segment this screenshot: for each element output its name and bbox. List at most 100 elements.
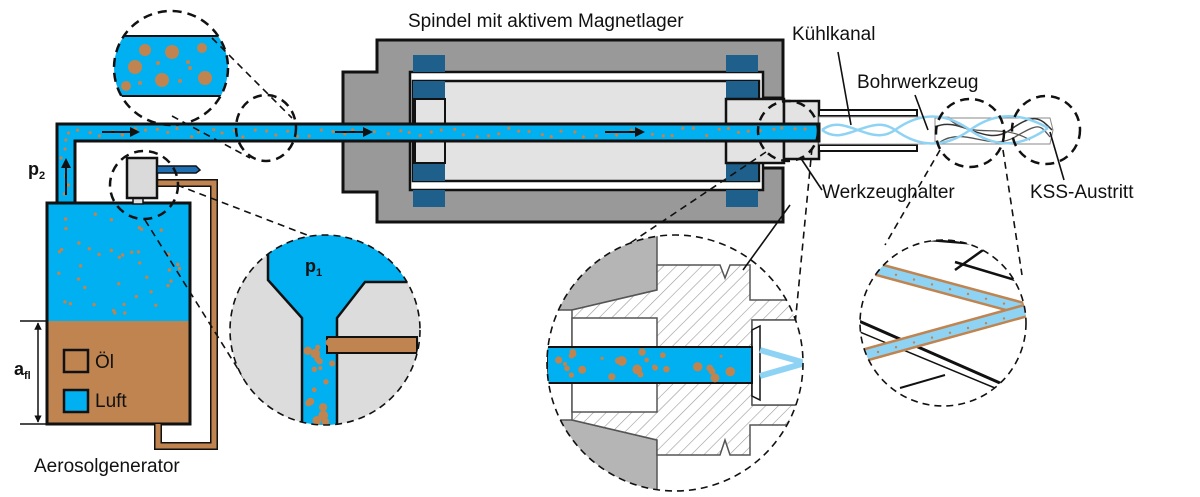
cooling-channel-leader (837, 51, 852, 126)
oil-droplet (705, 133, 709, 138)
oil-droplet (372, 130, 376, 134)
oil-droplet (638, 348, 646, 356)
oil-droplet (57, 250, 62, 254)
oil-droplet (138, 81, 142, 85)
oil-droplet (190, 135, 194, 139)
nozzle-leader-1 (176, 184, 321, 241)
drill-zoom-circle (859, 239, 1027, 407)
oil-droplet (497, 132, 501, 136)
oil-droplet (540, 133, 545, 137)
drill-edge-2 (860, 316, 1001, 385)
oil-droplet (59, 156, 63, 160)
oil-droplet (87, 247, 92, 251)
oil-droplet (726, 126, 731, 131)
oil-droplet (331, 130, 335, 134)
oil-droplet (66, 131, 71, 135)
oil-droplet (600, 356, 604, 360)
spindle-label: Spindel mit aktivem Magnetlager (408, 11, 684, 32)
tank-air-region (47, 203, 190, 321)
oil-droplet (644, 357, 650, 363)
oil-droplet (197, 130, 201, 134)
oil-droplet (169, 279, 173, 283)
coolant-exit-leader (1049, 131, 1065, 181)
oil-droplet (176, 262, 180, 267)
drill-tool-leader (914, 94, 929, 131)
oil-droplet (76, 277, 81, 281)
oil-droplet (736, 130, 741, 134)
holder-collet-slot-bottom (571, 381, 658, 413)
oil-droplet (166, 283, 170, 288)
oil-droplet (303, 346, 312, 355)
p1-label: p1 (305, 256, 322, 279)
cooling-channel-2 (821, 115, 1049, 145)
oil-droplet (319, 128, 323, 132)
oil-droplet (167, 268, 172, 272)
oil-droplet (661, 134, 665, 138)
oil-droplet (83, 285, 87, 290)
oil-droplet (113, 311, 117, 315)
legend-label-air: Luft (95, 391, 127, 412)
oil-droplet (571, 351, 577, 357)
oil-droplet (155, 127, 159, 131)
oil-droplet (312, 415, 322, 425)
oil-droplet (706, 364, 714, 372)
pipe-zoom-source-circle (234, 93, 298, 163)
oil-droplet (122, 302, 126, 307)
drill-tool-label: Bohrwerkzeug (857, 72, 978, 93)
oil-droplet (149, 290, 153, 294)
drill-edge-4 (899, 374, 946, 389)
tool-shank-bottom (818, 144, 918, 152)
oil-droplet (139, 44, 151, 56)
drill-helix-3 (949, 119, 1031, 141)
tool-holder-zoom-callout (546, 99, 820, 492)
oil-droplet (241, 135, 245, 139)
drill-channel-upper-fill (863, 261, 1026, 315)
oil-droplet (198, 71, 212, 85)
oil-droplet (559, 129, 563, 133)
drill-source-circle-2 (1010, 94, 1082, 166)
oil-droplet (295, 134, 299, 138)
oil-droplet (912, 278, 916, 281)
oil-droplet (186, 60, 190, 64)
oil-droplet (717, 127, 721, 131)
oil-droplet (175, 126, 179, 131)
oil-droplet (948, 288, 952, 291)
oil-droplet (555, 356, 563, 364)
oil-droplet (77, 241, 81, 245)
drill-leader-2 (1002, 149, 1023, 276)
oil-droplet (386, 132, 390, 136)
tool-holder-zoom-circle (546, 234, 804, 492)
oil-droplet (725, 366, 736, 377)
oil-droplet (59, 247, 64, 252)
pipe-zoom-callout (112, 9, 298, 163)
drill-tool (818, 109, 1054, 152)
oil-droplet (325, 338, 333, 347)
oil-droplet (984, 297, 988, 300)
oil-droplet (321, 417, 330, 425)
oil-droplet (930, 336, 934, 339)
oil-droplet (97, 134, 101, 138)
oil-droplet (177, 266, 182, 271)
oil-droplet (636, 127, 640, 131)
magnetic-bearing-br2 (726, 190, 758, 207)
oil-droplet (88, 131, 92, 135)
oil-droplet (453, 127, 457, 131)
oil-droplet (323, 379, 329, 385)
oil-droplet (670, 133, 674, 138)
oil-droplet (693, 362, 703, 372)
nozzle-zoom-circle (229, 234, 421, 426)
oil-droplet (286, 129, 290, 133)
oil-droplet (143, 128, 148, 132)
oil-droplet (117, 282, 121, 286)
oil-droplet (719, 354, 723, 358)
holder-leader-2 (794, 147, 813, 326)
oil-droplet (265, 129, 269, 133)
oil-droplet (178, 79, 182, 83)
magnetic-bearing-tr2 (726, 81, 758, 98)
oil-droplet (128, 60, 142, 74)
oil-droplet (120, 133, 124, 137)
magnetic-bearing-tr1 (726, 55, 758, 72)
oil-droplet (155, 73, 169, 87)
afl-label: afl (14, 359, 31, 382)
